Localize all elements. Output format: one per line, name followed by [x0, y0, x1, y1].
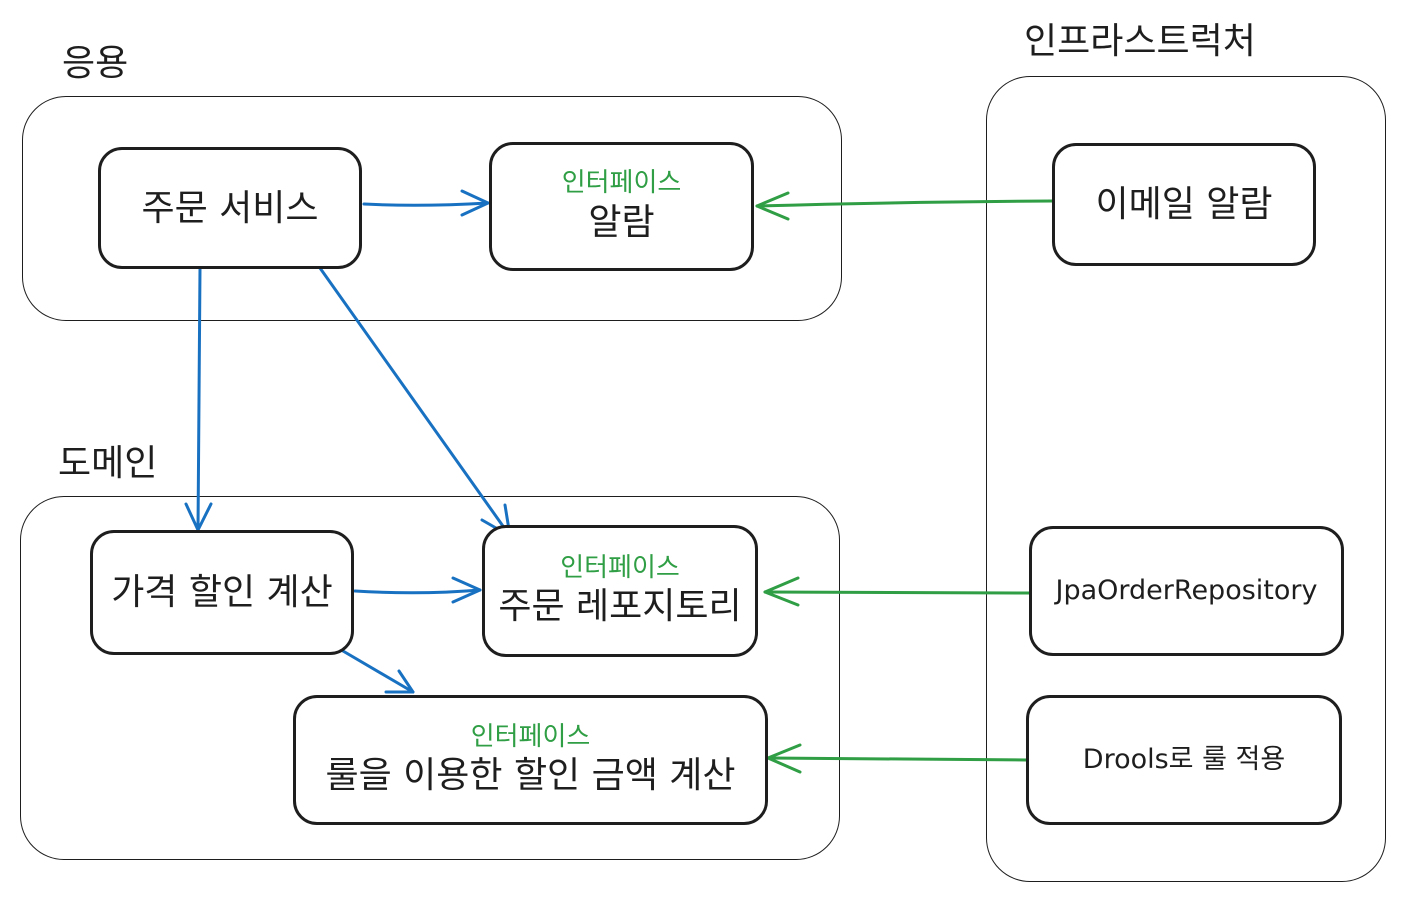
drools-rule-name: Drools로 룰 적용 — [1082, 744, 1286, 776]
email-alarm-node: 이메일 알람 — [1052, 143, 1316, 266]
application-layer-label: 응용 — [62, 43, 129, 84]
jpa-order-repository-name: JpaOrderRepository — [1055, 575, 1318, 607]
alarm-name: 알람 — [588, 201, 655, 243]
order-service-node: 주문 서비스 — [98, 147, 362, 269]
edge-price-discount-to-order-repository-head — [451, 576, 482, 604]
edge-order-service-to-alarm — [362, 201, 490, 207]
domain-layer-group — [20, 496, 840, 860]
order-service-name: 주문 서비스 — [141, 187, 319, 229]
edge-jpa-repository-to-order-repository-head — [763, 576, 800, 607]
edge-price-discount-to-rule-discount — [341, 649, 415, 694]
alarm-interface-tag: 인터페이스 — [561, 168, 682, 199]
alarm-interface-node: 인터페이스 알람 — [489, 142, 754, 271]
edge-price-discount-to-rule-discount-head — [384, 669, 415, 694]
jpa-order-repository-node: JpaOrderRepository — [1029, 526, 1344, 656]
rule-discount-interface-node: 인터페이스 룰을 이용한 할인 금액 계산 — [293, 695, 768, 825]
price-discount-node: 가격 할인 계산 — [90, 530, 354, 655]
domain-layer-label: 도메인 — [58, 443, 158, 484]
edge-email-alarm-to-alarm-head — [755, 191, 790, 221]
edge-order-service-to-alarm-head — [460, 189, 490, 217]
drools-rule-node: Drools로 룰 적용 — [1026, 695, 1342, 825]
order-repository-interface-tag: 인터페이스 — [560, 552, 680, 583]
edge-email-alarm-to-alarm — [755, 199, 1054, 208]
infrastructure-layer-label: 인프라스트럭처 — [1024, 21, 1256, 62]
rule-discount-name: 룰을 이용한 할인 금액 계산 — [325, 755, 736, 797]
order-repository-name: 주문 레포지토리 — [498, 586, 742, 628]
edge-order-service-to-order-repository — [318, 266, 512, 538]
infrastructure-layer-group — [986, 76, 1386, 882]
edge-jpa-repository-to-order-repository — [763, 590, 1032, 595]
edge-order-service-to-price-discount — [196, 266, 202, 532]
edge-drools-rule-to-rule-discount — [766, 756, 1029, 762]
email-alarm-name: 이메일 알람 — [1095, 184, 1273, 225]
price-discount-name: 가격 할인 계산 — [111, 572, 333, 613]
order-repository-interface-node: 인터페이스 주문 레포지토리 — [482, 525, 758, 657]
rule-discount-interface-tag: 인터페이스 — [470, 721, 591, 752]
edge-drools-rule-to-rule-discount-head — [766, 743, 802, 774]
application-layer-group — [22, 96, 842, 321]
edge-price-discount-to-order-repository — [353, 588, 482, 595]
